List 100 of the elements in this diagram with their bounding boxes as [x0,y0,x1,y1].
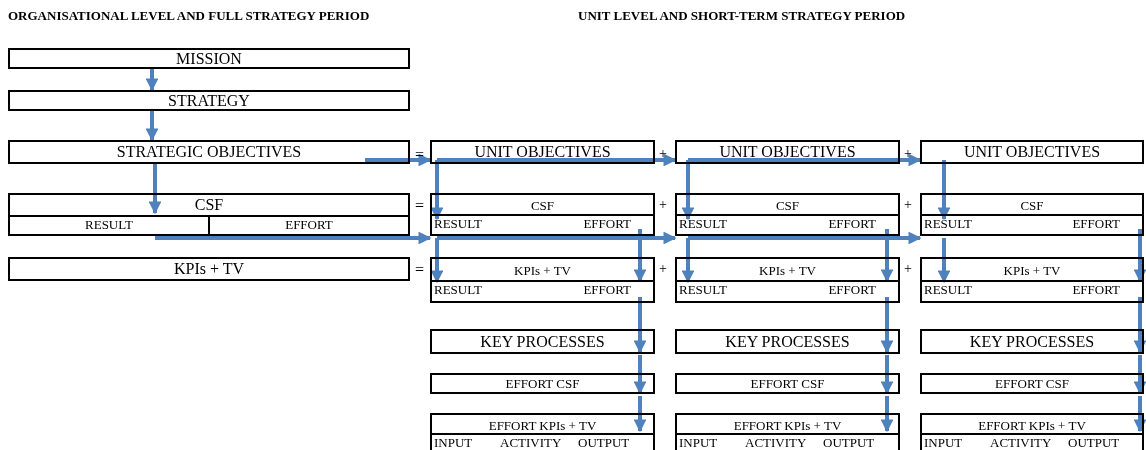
box-label: CSF [774,199,801,212]
box-label: KPIs + TV [1002,264,1062,277]
box-label: STRATEGY [167,92,251,109]
arrow [681,160,695,221]
process-box [920,257,1144,303]
arrow [155,231,432,245]
box-label: RESULT [434,217,482,230]
process-box [8,140,410,164]
box-label: CSF [1019,199,1045,212]
process-box [675,193,900,236]
box-label: OUTPUT [1068,436,1120,449]
process-box [8,257,410,281]
process-box [430,373,655,394]
box-label: EFFORT CSF [504,377,581,390]
arrow [437,153,677,167]
box-label: EFFORT [828,283,876,296]
box-label: EFFORT KPIs + TV [977,418,1087,432]
box-label: KEY PROCESSES [968,333,1096,350]
process-box [8,193,410,236]
box-label: INPUT [434,436,473,449]
arrow [688,153,922,167]
process-box [920,140,1144,164]
box-label: RESULT [84,218,134,231]
box-label: UNIT OBJECTIVES [718,144,857,160]
box-label: ACTIVITY [500,436,562,449]
box-label: EFFORT KPIs + TV [487,418,598,432]
operator-symbol: + [659,197,667,213]
box-label: EFFORT [1072,217,1120,230]
arrow [880,297,894,354]
arrow [880,355,894,395]
box-label: STRATEGIC OBJECTIVES [115,144,303,160]
box-label: INPUT [679,436,718,449]
process-box [675,329,900,354]
process-box [920,329,1144,354]
arrow [688,231,922,245]
arrow [633,396,647,433]
arrow [145,111,159,142]
box-label: EFFORT CSF [749,377,826,390]
box-label: RESULT [679,283,727,296]
box-label: INPUT [924,436,963,449]
arrow [437,231,677,245]
heading: UNIT LEVEL AND SHORT-TERM STRATEGY PERIOD [578,8,906,24]
arrow [880,229,894,283]
arrow [633,229,647,283]
process-box [8,48,410,69]
process-box [430,257,655,303]
box-label: UNIT OBJECTIVES [473,144,612,160]
box-label: ACTIVITY [745,436,807,449]
box-label: KEY PROCESSES [724,333,851,350]
operator-symbol: = [415,146,425,164]
box-label: RESULT [679,217,727,230]
box-label: EFFORT KPIs + TV [732,418,843,432]
arrow [1133,355,1146,395]
box-label: ACTIVITY [990,436,1052,449]
box-label: OUTPUT [578,436,630,449]
process-box [8,90,410,111]
box-label: EFFORT [284,218,334,231]
arrow [937,160,951,221]
operator-symbol: + [904,261,912,277]
box-label: EFFORT [1072,283,1120,296]
box-label: EFFORT [583,217,631,230]
box-label: UNIT OBJECTIVES [962,144,1102,160]
box-label: EFFORT CSF [994,377,1070,390]
box-label: KPIs + TV [513,264,572,277]
box-label: KPIs + TV [172,261,246,277]
operator-symbol: = [415,261,425,279]
process-box [920,373,1144,394]
process-box [675,373,900,394]
operator-symbol: + [659,261,667,277]
box-label: RESULT [924,217,972,230]
arrow [148,164,162,215]
operator-symbol: + [904,197,912,213]
process-box [675,140,900,164]
process-box [675,413,900,450]
arrow [1133,229,1146,283]
box-label: MISSION [175,50,243,67]
box-label: EFFORT [828,217,876,230]
arrow [633,297,647,354]
operator-symbol: + [659,146,667,162]
process-box [430,140,655,164]
process-box [920,193,1144,236]
process-box [430,413,655,450]
box-label: KPIs + TV [758,264,817,277]
heading: ORGANISATIONAL LEVEL AND FULL STRATEGY PERIOD [8,8,370,24]
cell [10,215,210,234]
arrow [1133,396,1146,433]
box-label: KEY PROCESSES [479,333,606,350]
box-label: EFFORT [583,283,631,296]
arrow [880,396,894,433]
process-box [675,257,900,303]
process-box [430,329,655,354]
box-label: RESULT [924,283,972,296]
arrow [430,160,444,221]
arrow [145,69,159,92]
process-box [430,193,655,236]
box-label: CSF [193,197,225,213]
box-label: RESULT [434,283,482,296]
arrow [365,153,432,167]
operator-symbol: = [415,197,425,215]
process-box [920,413,1144,450]
